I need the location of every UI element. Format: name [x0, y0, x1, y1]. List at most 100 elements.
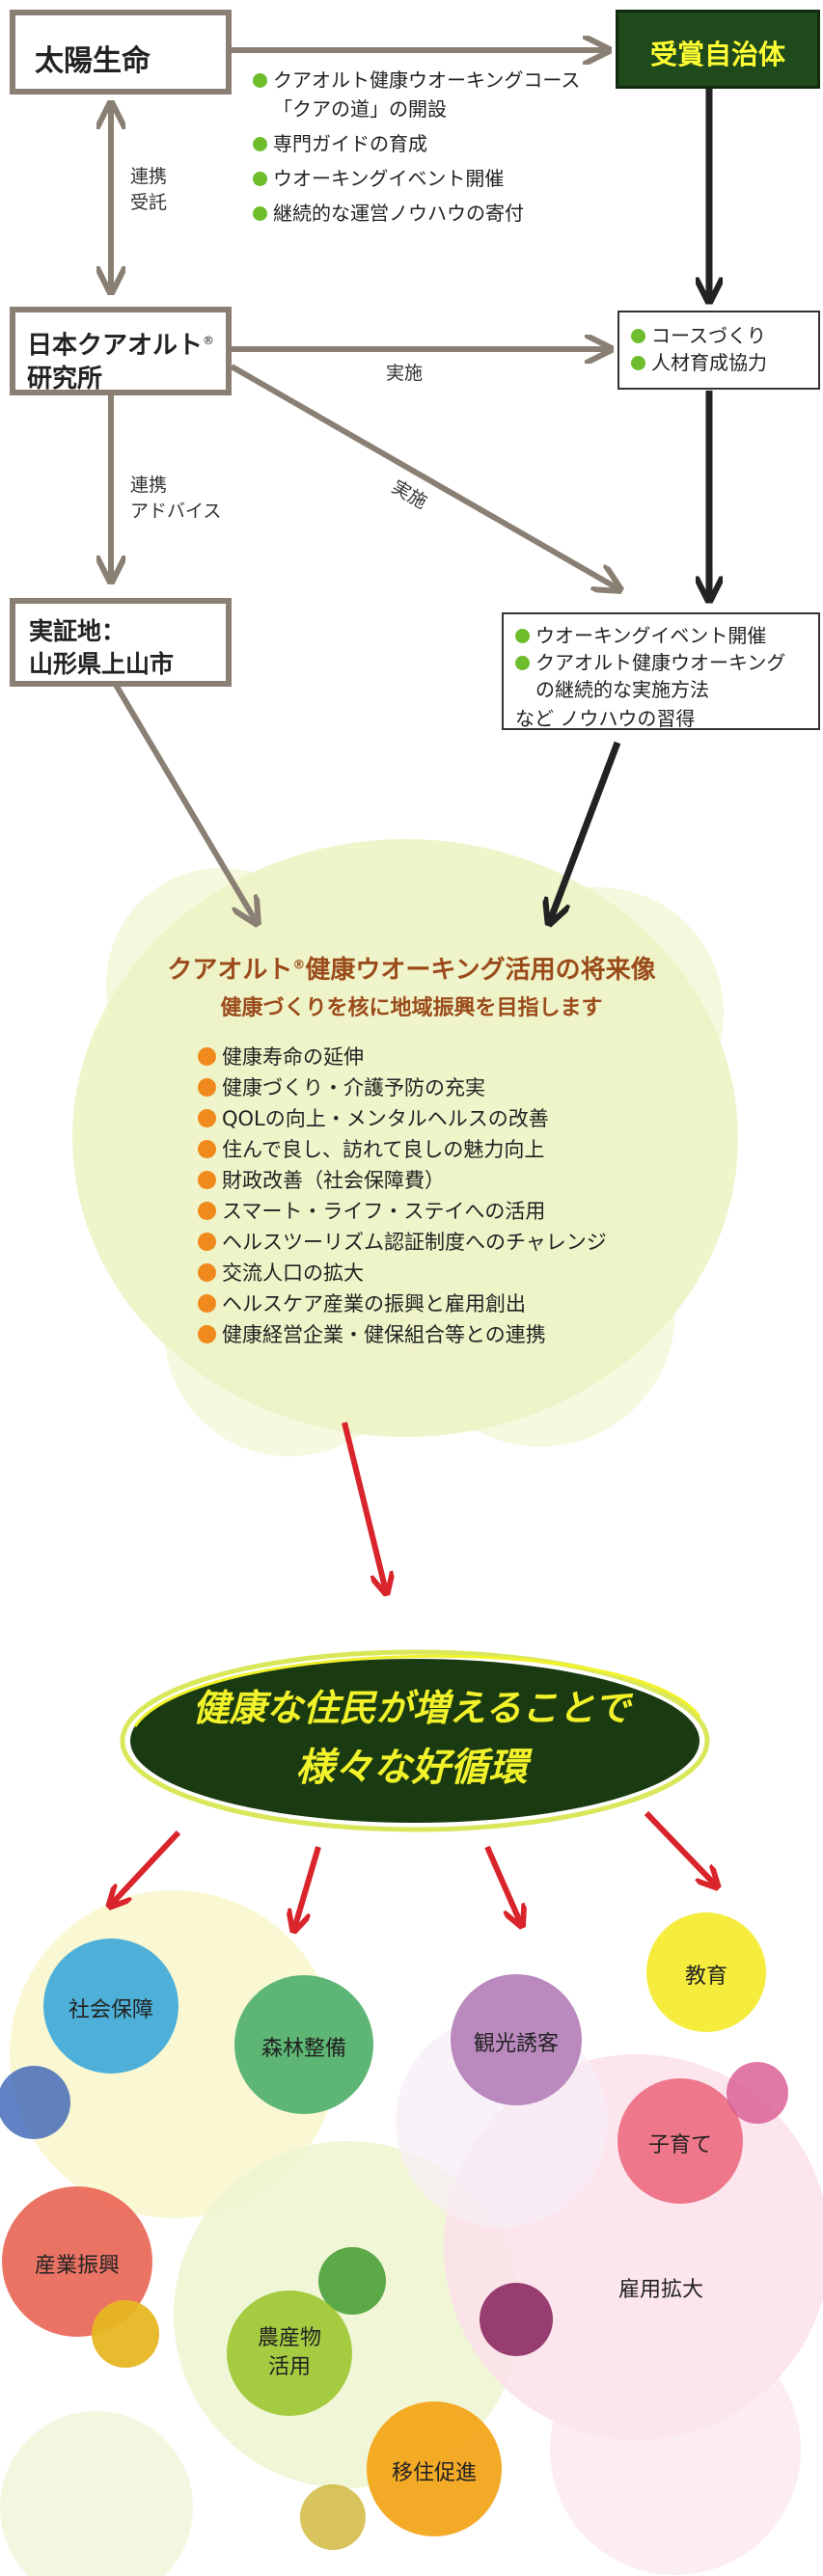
awarded-label: 受賞自治体 — [649, 39, 785, 70]
green-bullet — [631, 329, 645, 343]
future-item-text: スマート・ライフ・ステイへの活用 — [222, 1200, 546, 1223]
circle-social-small — [0, 2066, 70, 2139]
contribution-item: 継続的な運営ノウハウの寄付 — [253, 199, 580, 228]
future-item-text: 健康づくり・介護予防の充実 — [222, 1076, 485, 1099]
circle-forest — [234, 1975, 373, 2114]
contribution-item: ウオーキングイベント開催 — [253, 164, 580, 193]
circle-childcare — [617, 2078, 743, 2204]
course-text: コースづくり — [651, 324, 766, 347]
contribution-list: クアオルト健康ウオーキングコース 「クアの道」の開設 専門ガイドの育成 ウオーキ… — [253, 66, 580, 228]
future-item-text: 交流人口の拡大 — [222, 1261, 364, 1285]
effect-tourism: 観光誘客 — [473, 2032, 559, 2056]
taiyo-label: 太陽生命 — [35, 44, 151, 78]
circle-education — [646, 1912, 766, 2032]
event-box: ウオーキングイベント開催 クアオルト健康ウオーキング の継続的な実施方法 など … — [502, 612, 820, 730]
future-item: ヘルスツーリズム認証制度へのチャレンジ — [198, 1227, 607, 1258]
orange-bullet — [198, 1325, 216, 1343]
circle-agri-a — [318, 2247, 386, 2315]
orange-bullet — [198, 1140, 216, 1158]
link-label-1a: 連携 — [130, 166, 168, 187]
orange-bullet — [198, 1109, 216, 1127]
course-box: コースづくり 人材育成協力 — [617, 311, 820, 390]
course-item: コースづくり — [631, 322, 807, 349]
green-bullet — [253, 137, 267, 151]
effect-social: 社会保障 — [68, 1998, 153, 2022]
site-line-1: 実証地： — [29, 617, 126, 645]
circle-agri — [227, 2291, 352, 2416]
orange-bullet — [198, 1078, 216, 1097]
contribution-item: 専門ガイドの育成 — [253, 129, 580, 158]
taiyo-box: 太陽生命 — [10, 10, 232, 95]
link-label-institute-site: 連携 アドバイス — [130, 473, 221, 525]
contribution-text: ウオーキングイベント開催 — [273, 167, 505, 190]
event-item: クアオルト健康ウオーキング — [515, 649, 807, 676]
circle-employment-small — [480, 2283, 553, 2356]
effect-childcare: 子育て — [647, 2133, 712, 2157]
site-label: 実証地： 山形県上山市 — [29, 615, 174, 681]
circle-childcare-small — [727, 2062, 788, 2124]
green-bullet — [515, 629, 530, 643]
green-bullet — [515, 656, 530, 670]
orange-bullet — [198, 1171, 216, 1189]
event-item: ウオーキングイベント開催 — [515, 622, 807, 649]
future-item-text: 住んで良し、訪れて良しの魅力向上 — [222, 1138, 545, 1161]
green-bullet — [631, 356, 645, 370]
effect-agri-2: 活用 — [267, 2355, 311, 2379]
future-item: 健康経営企業・健保組合等との連携 — [198, 1319, 607, 1350]
institute-label: 日本クアオルト® 研究所 — [27, 324, 214, 395]
future-subtitle: 健康づくりを核に地域振興を目指します — [220, 996, 603, 1020]
site-line-2: 山形県上山市 — [29, 650, 175, 678]
circle-social — [43, 1939, 178, 2074]
future-item: 交流人口の拡大 — [198, 1258, 607, 1288]
effect-agri: 農産物 活用 — [217, 2324, 362, 2382]
future-item-text: 健康寿命の延伸 — [222, 1045, 364, 1069]
link-label-2a: 連携 — [130, 475, 168, 496]
contribution-text: 専門ガイドの育成 — [273, 132, 427, 155]
future-item: QOLの向上・メンタルヘルスの改善 — [198, 1103, 607, 1134]
implement-label-1: 実施 — [386, 363, 424, 384]
effect-agri-1: 農産物 — [257, 2326, 321, 2350]
contribution-item: クアオルト健康ウオーキングコース — [253, 66, 580, 95]
event-item-cont: の継続的な実施方法 — [535, 678, 709, 701]
circle-migration — [367, 2401, 502, 2536]
event-text: クアオルト健康ウオーキング — [535, 651, 786, 674]
event-text: ウオーキングイベント開催 — [535, 624, 767, 647]
effect-migration: 移住促進 — [391, 2461, 477, 2485]
circle-industry-small — [92, 2300, 159, 2368]
link-label-1b: 受託 — [130, 192, 168, 213]
site-box: 実証地： 山形県上山市 — [10, 598, 232, 687]
future-title-mark: ® — [292, 958, 306, 973]
institute-mark: ® — [203, 334, 215, 347]
red-arrows — [111, 1422, 716, 1929]
link-label-2b: アドバイス — [130, 501, 222, 522]
link-label-taiyo-institute: 連携 受託 — [130, 164, 167, 216]
orange-bullet — [198, 1202, 216, 1220]
event-note: など ノウハウの習得 — [515, 707, 696, 730]
circle-migration-small — [300, 2484, 366, 2550]
black-arrows — [550, 87, 709, 921]
green-bullet — [253, 73, 267, 88]
contribution-text: 継続的な運営ノウハウの寄付 — [273, 202, 524, 225]
contribution-text: 「クアの道」の開設 — [273, 97, 447, 121]
slogan-ellipse-shape — [120, 1649, 710, 1832]
future-title-b: 健康ウオーキング活用の将来像 — [305, 956, 656, 985]
circle-tourism — [451, 1974, 582, 2105]
contribution-item: 「クアの道」の開設 — [253, 95, 580, 123]
effect-forest: 森林整備 — [261, 2037, 346, 2061]
future-blob — [72, 839, 738, 1456]
future-item: ヘルスケア産業の振興と雇用創出 — [198, 1288, 607, 1319]
future-title: クアオルト®健康ウオーキング活用の将来像 — [0, 950, 823, 986]
future-item-text: ヘルスケア産業の振興と雇用創出 — [222, 1292, 526, 1315]
future-item-text: 財政改善（社会保障費） — [222, 1169, 445, 1192]
future-item: スマート・ライフ・ステイへの活用 — [198, 1196, 607, 1227]
institute-name-2: 研究所 — [27, 364, 103, 393]
effect-industry: 産業振興 — [34, 2254, 120, 2278]
future-item: 住んで良し、訪れて良しの魅力向上 — [198, 1134, 607, 1165]
future-item: 健康寿命の延伸 — [198, 1042, 607, 1072]
course-item: 人材育成協力 — [631, 349, 807, 376]
effect-education: 教育 — [684, 1965, 727, 1989]
orange-bullet — [198, 1047, 216, 1066]
future-item: 健康づくり・介護予防の充実 — [198, 1072, 607, 1103]
